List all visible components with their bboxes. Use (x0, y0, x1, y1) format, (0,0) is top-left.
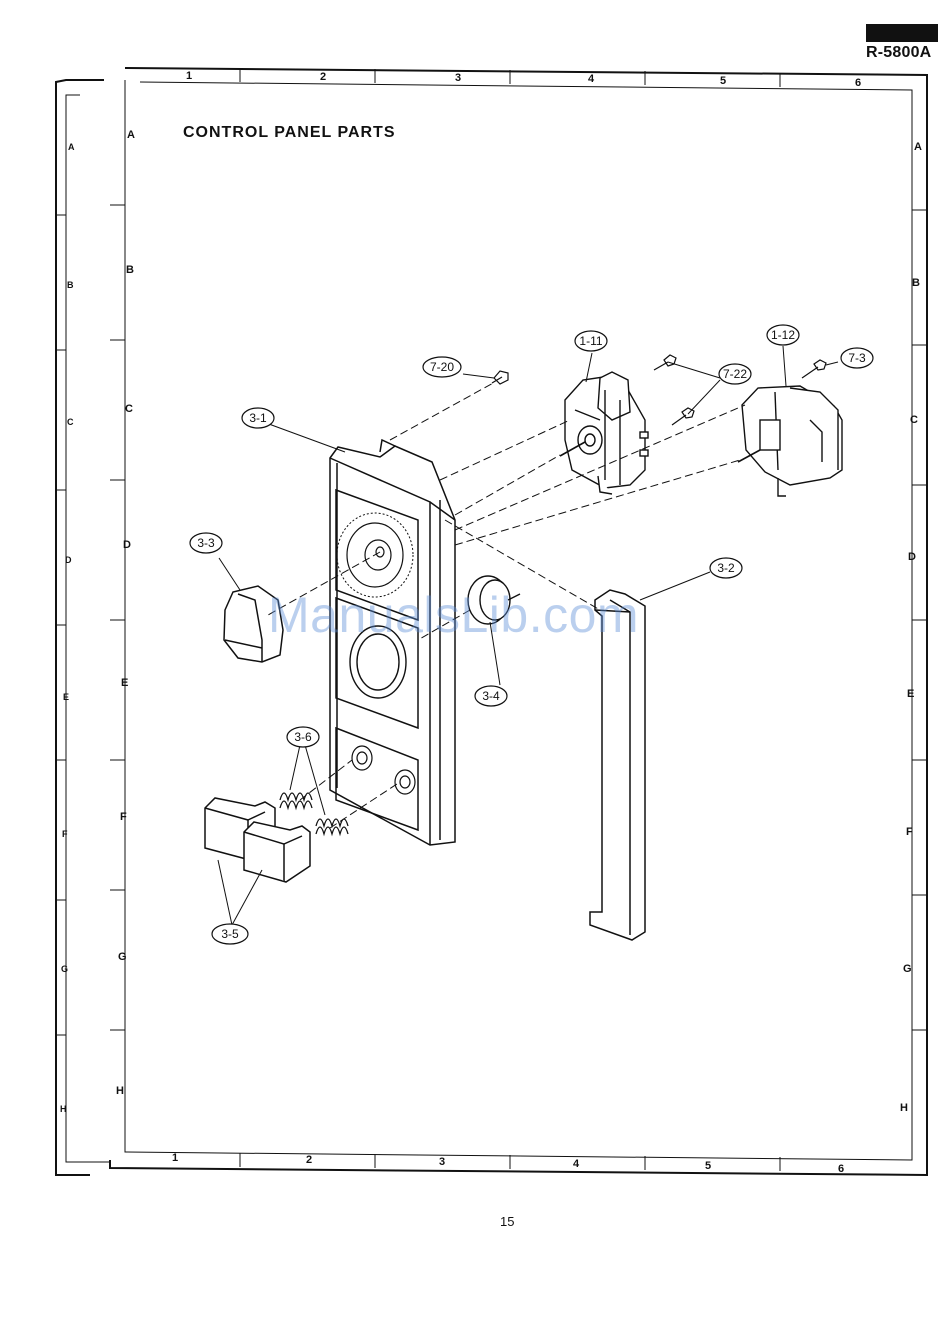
grid-row-d-outer: D (65, 555, 72, 565)
grid-row-e-right: E (907, 688, 914, 700)
grid-row-h-left: H (116, 1085, 124, 1097)
grid-row-g-left: G (118, 951, 127, 963)
grid-row-c-right: C (910, 414, 918, 426)
grid-col-5-bottom: 5 (705, 1160, 711, 1172)
grid-row-a-outer: A (68, 142, 75, 152)
grid-row-b-right: B (912, 277, 920, 289)
label-7-3: 7-3 (848, 351, 866, 365)
push-buttons (205, 798, 310, 882)
grid-col-6-bottom: 6 (838, 1163, 844, 1175)
grid-row-g-right: G (903, 963, 912, 975)
label-1-12: 1-12 (771, 328, 795, 342)
grid-row-e-outer: E (63, 692, 69, 702)
label-3-3: 3-3 (197, 536, 215, 550)
grid-row-f-outer: F (62, 829, 68, 839)
grid-row-a-right: A (914, 141, 922, 153)
grid-col-1-top: 1 (186, 70, 192, 82)
grid-row-f-right: F (906, 826, 913, 838)
grid-col-4-bottom: 4 (573, 1158, 580, 1170)
grid-row-g-outer: G (61, 964, 68, 974)
timer-assembly (565, 372, 648, 494)
grid-col-6-top: 6 (855, 77, 861, 89)
grid-rows-outer-left: A B C D E F G H (60, 142, 75, 1114)
grid-row-h-outer: H (60, 1104, 67, 1114)
grid-col-1-bottom: 1 (172, 1152, 178, 1164)
watermark: ManualsLib.com (268, 586, 639, 644)
grid-col-3-bottom: 3 (439, 1156, 445, 1168)
grid-row-h-right: H (900, 1102, 908, 1114)
grid-col-5-top: 5 (720, 75, 726, 87)
label-1-11: 1-11 (579, 334, 602, 348)
grid-col-2-top: 2 (320, 71, 326, 83)
grid-row-e-left: E (121, 677, 128, 689)
label-3-5: 3-5 (221, 927, 239, 941)
springs (280, 793, 348, 834)
page-number: 15 (500, 1214, 514, 1229)
switch-assembly (742, 386, 842, 496)
grid-row-b-left: B (126, 264, 134, 276)
grid-col-2-bottom: 2 (306, 1154, 312, 1166)
label-3-2: 3-2 (717, 561, 735, 575)
grid-row-c-outer: C (67, 417, 74, 427)
grid-row-f-left: F (120, 811, 127, 823)
grid-row-d-left: D (123, 539, 131, 551)
grid-rows-right: A B C D E F G H (900, 141, 922, 1114)
label-7-22: 7-22 (723, 367, 747, 381)
grid-row-c-left: C (125, 403, 133, 415)
label-3-1: 3-1 (249, 411, 267, 425)
grid-row-d-right: D (908, 551, 916, 563)
grid-col-3-top: 3 (455, 72, 461, 84)
grid-row-a-left: A (127, 129, 135, 141)
label-3-6: 3-6 (294, 730, 312, 744)
label-7-20: 7-20 (430, 360, 454, 374)
grid-row-b-outer: B (67, 280, 74, 290)
grid-col-4-top: 4 (588, 73, 595, 85)
label-3-4: 3-4 (482, 689, 500, 703)
